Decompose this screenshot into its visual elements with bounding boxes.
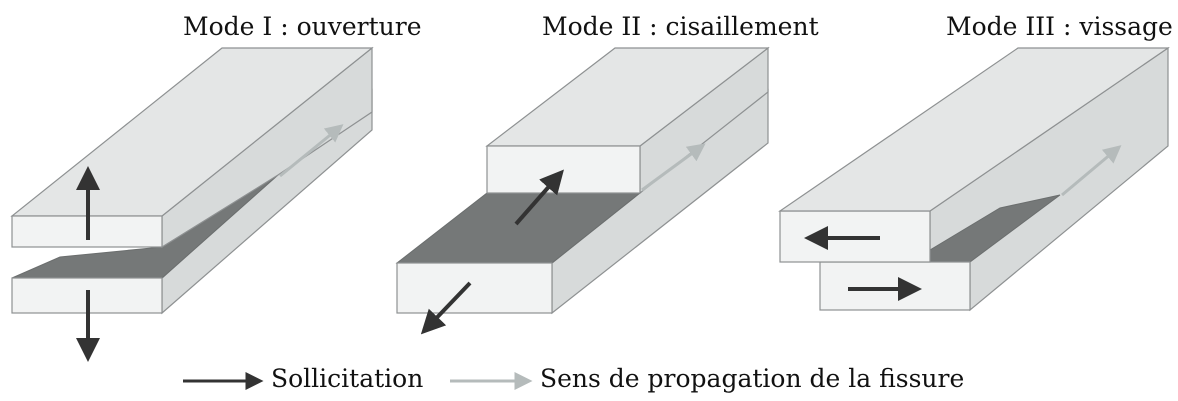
mode2-lower-front	[396, 262, 553, 314]
mode1-specimen	[10, 46, 374, 315]
mode2-load-arrow-front	[420, 281, 472, 335]
mode3-lower-front	[819, 261, 971, 311]
mode3-arrows	[804, 145, 1122, 301]
mode3-propagation-arrow	[1061, 145, 1122, 197]
mode1-arrows	[76, 124, 344, 362]
mode2-upper-front	[486, 145, 641, 194]
mode2-propagation-arrow	[641, 143, 706, 192]
mode3-specimen	[778, 46, 1170, 312]
mode3-title: Mode III : vissage	[946, 12, 1173, 41]
mode2-arrows	[420, 143, 706, 335]
mode1-propagation-arrow	[279, 124, 344, 178]
mode3-top-face	[778, 47, 1170, 212]
mode2-title: Mode II : cisaillement	[542, 12, 819, 41]
mode2-specimen	[395, 46, 770, 315]
legend-load-label: Sollicitation	[271, 364, 424, 393]
mode2-load-arrow-back	[514, 169, 564, 226]
mode1-title: Mode I : ouverture	[183, 12, 422, 41]
legend-propagation-label: Sens de propagation de la fissure	[540, 364, 965, 393]
